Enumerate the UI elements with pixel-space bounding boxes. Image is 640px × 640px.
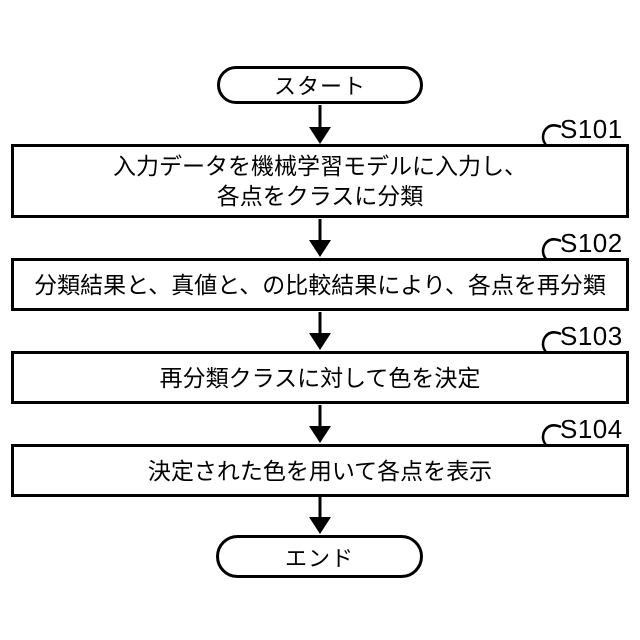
process-box-s102: 分類結果と、真値と、の比較結果により、各点を再分類 bbox=[11, 258, 629, 311]
step-label-s102: S102 bbox=[560, 228, 623, 258]
step-label-s104: S104 bbox=[560, 414, 623, 444]
process-text-line: 各点をクラスに分類 bbox=[216, 183, 424, 209]
arrow-s103-to-s104 bbox=[309, 405, 331, 443]
step-label-s103: S103 bbox=[560, 321, 623, 351]
leader-squiggle-s103 bbox=[541, 331, 562, 354]
terminal-start-label: スタート bbox=[273, 74, 366, 99]
arrow-start-to-s101 bbox=[309, 105, 331, 144]
process-text-line: 分類結果と、真値と、の比較結果により、各点を再分類 bbox=[34, 271, 606, 298]
leader-squiggle-s102 bbox=[541, 238, 562, 261]
process-text-line: 入力データを機械学習モデルに入力し、 bbox=[113, 153, 527, 179]
process-text-line: 決定された色を用いて各点を表示 bbox=[147, 457, 493, 484]
leader-squiggle-s104 bbox=[541, 424, 562, 447]
process-box-s101: 入力データを機械学習モデルに入力し、 各点をクラスに分類 bbox=[11, 144, 629, 218]
process-text-line: 再分類クラスに対して色を決定 bbox=[159, 364, 481, 391]
arrow-s104-to-end bbox=[309, 497, 331, 534]
arrow-s102-to-s103 bbox=[309, 312, 331, 350]
step-label-s101: S101 bbox=[560, 114, 623, 144]
terminal-end: エンド bbox=[216, 535, 423, 578]
arrow-s101-to-s102 bbox=[309, 219, 331, 257]
terminal-end-label: エンド bbox=[284, 545, 354, 571]
terminal-start: スタート bbox=[217, 66, 423, 104]
process-box-s104: 決定された色を用いて各点を表示 bbox=[11, 444, 629, 497]
process-box-s103: 再分類クラスに対して色を決定 bbox=[11, 351, 629, 404]
leader-squiggle-s101 bbox=[541, 124, 562, 147]
